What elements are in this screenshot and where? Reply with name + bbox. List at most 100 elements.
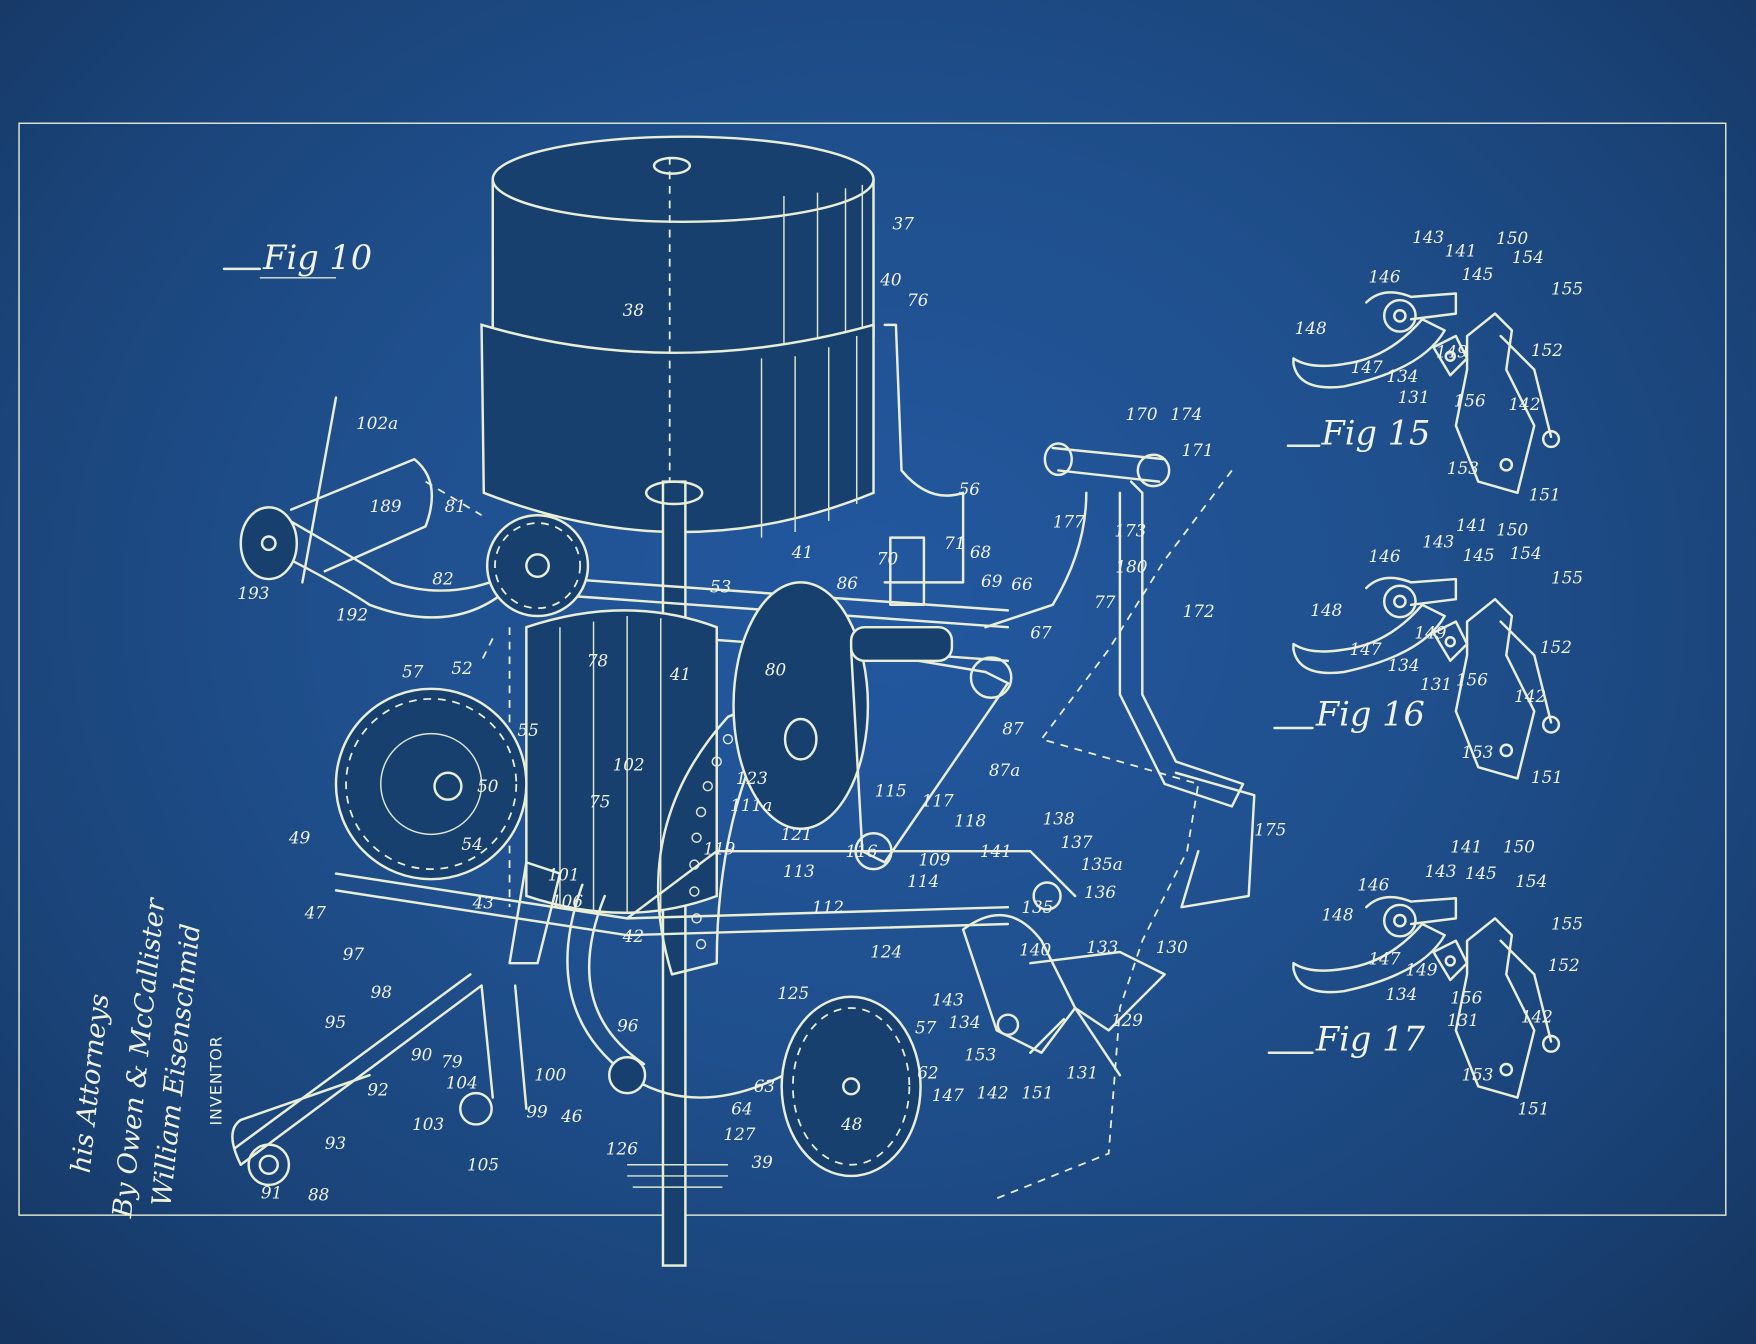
part-label: 193 [237,583,269,603]
part-label: 136 [1084,882,1116,902]
part-label: 135a [1081,854,1123,874]
gear-81 [485,513,590,618]
part-label: 172 [1183,601,1215,621]
part-label: 111a [730,795,772,815]
part-label: 57 [402,662,424,682]
part-label: 142 [1509,394,1541,414]
part-label: 143 [1422,532,1454,552]
part-label: 80 [765,659,787,679]
part-label: 79 [441,1051,463,1071]
part-label: 130 [1156,937,1188,957]
part-label: 105 [467,1154,499,1174]
part-label: 155 [1551,568,1583,588]
part-label: 148 [1321,905,1353,925]
part-label: 69 [981,571,1003,591]
part-label: 121 [781,824,813,844]
part-label: 152 [1548,955,1580,975]
part-label: 54 [461,834,482,854]
part-label: 151 [1021,1083,1053,1103]
fig-10-title-text: Fig 10 [262,238,372,277]
part-label: 131 [1398,387,1430,407]
part-label: 134 [1385,984,1417,1004]
part-label: 123 [736,768,768,788]
part-label: 147 [932,1085,964,1105]
part-label: 42 [622,926,644,946]
part-label: 106 [551,891,583,911]
part-label: 131 [1447,1010,1479,1030]
gear-57 [334,687,528,881]
part-label: 104 [446,1073,478,1093]
part-label: 150 [1496,519,1528,539]
part-label: 90 [411,1045,433,1065]
part-label: 150 [1496,228,1528,248]
fig-16-title-text: Fig 16 [1315,695,1425,734]
part-label: 109 [918,850,950,870]
part-label: 189 [370,496,402,516]
part-label: 95 [325,1012,346,1032]
part-label: 126 [606,1139,638,1159]
part-label: 100 [534,1065,566,1085]
hub-193 [239,506,299,581]
part-label: 125 [777,983,809,1003]
wheel-48 [780,995,922,1178]
part-label: 154 [1512,247,1544,267]
part-label: 39 [751,1152,773,1172]
drum-75 [525,609,718,914]
part-label: 53 [710,576,731,596]
fig16-mechanism [1292,576,1561,780]
part-label: 145 [1461,264,1493,284]
part-label: 147 [1369,948,1401,968]
part-label: 142 [1521,1007,1553,1027]
part-label: 102a [356,413,398,433]
part-label: 149 [1436,341,1468,361]
part-label: 101 [548,864,580,884]
disc-80 [732,581,870,831]
part-label: 47 [304,902,327,922]
part-label: 92 [367,1079,388,1099]
part-label: 147 [1349,639,1381,659]
part-label: 146 [1369,266,1401,286]
part-label: 82 [432,569,453,589]
part-label: 103 [412,1114,444,1134]
attorneys-caption: his Attorneys [66,992,116,1174]
part-label: 180 [1115,556,1147,576]
part-label: 148 [1310,600,1342,620]
part-label: 63 [754,1076,775,1096]
part-label: 153 [1447,458,1479,478]
part-label: 113 [783,861,815,881]
part-label: 146 [1369,546,1401,566]
part-label: 112 [812,897,844,917]
part-label: 98 [371,982,393,1002]
fig-15-title: Fig 15 [1286,414,1430,453]
part-label: 68 [970,542,992,562]
fig-16-title: Fig 16 [1273,695,1425,734]
part-label: 155 [1551,279,1583,299]
fig-17-title-text: Fig 17 [1315,1020,1426,1059]
part-label: 115 [875,780,907,800]
part-label: 145 [1463,545,1495,565]
part-label: 146 [1357,874,1389,894]
part-label: 37 [893,214,915,234]
part-label: 153 [964,1045,996,1065]
part-label: 40 [879,270,902,290]
part-label: 134 [1388,655,1420,675]
fig-17-title: Fig 17 [1267,1020,1426,1059]
part-label: 102 [613,755,645,775]
part-label: 88 [308,1185,330,1205]
part-label: 114 [907,871,939,891]
part-label: 170 [1125,404,1157,424]
part-label: 41 [791,542,813,562]
part-label: 127 [723,1124,755,1144]
part-label: 148 [1295,318,1327,338]
fig-10-title: Fig 10 [222,238,372,279]
part-label: 41 [669,664,691,684]
part-label: 46 [560,1106,583,1126]
part-label: 171 [1181,440,1213,460]
part-label: 116 [846,841,878,861]
part-label: 55 [517,720,538,740]
part-label: 67 [1030,622,1052,642]
part-label: 134 [949,1012,981,1032]
part-label: 81 [445,496,466,516]
part-label: 173 [1114,520,1146,540]
